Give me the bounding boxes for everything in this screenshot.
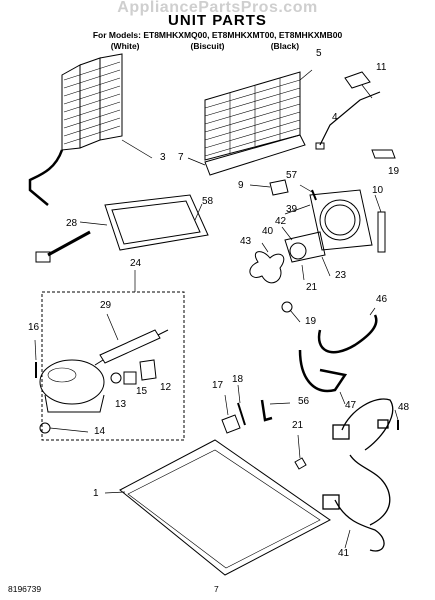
nut-23: [281, 301, 293, 313]
page-title: UNIT PARTS: [168, 12, 267, 29]
part-17: [221, 414, 241, 434]
page-number: 7: [214, 584, 219, 594]
callout-16: 16: [28, 322, 40, 333]
wiring-harness: [322, 398, 394, 552]
callout-1: 1: [93, 488, 99, 499]
connector-19: [371, 149, 396, 159]
callout-43: 43: [240, 236, 252, 247]
callout-13: 13: [115, 399, 127, 410]
color-biscuit: (Biscuit): [190, 41, 225, 51]
callout-19: 19: [388, 166, 400, 177]
callout-21: 21: [292, 420, 304, 431]
drain-pan: [104, 194, 209, 251]
callout-39: 39: [286, 204, 298, 215]
leader-lines: [34, 184, 399, 549]
callout-5: 5: [316, 48, 322, 59]
callout-46: 46: [376, 294, 388, 305]
callout-12: 12: [160, 382, 172, 393]
fan-motor: [284, 231, 326, 263]
power-cord: [35, 230, 91, 263]
harness-4: [319, 91, 381, 146]
tube-47: [298, 349, 348, 393]
callout-57: 57: [286, 170, 298, 181]
callout-20: 21: [306, 282, 318, 293]
callout-28: 24: [130, 258, 142, 269]
part-15: [123, 371, 137, 385]
bracket-11: [344, 71, 371, 89]
compressor-parts-box: [41, 291, 185, 441]
callout-15: 15: [136, 386, 148, 397]
fan-blade: [249, 251, 285, 284]
callout-29: 29: [100, 300, 112, 311]
relay-29: [94, 329, 169, 366]
condenser-coil: [28, 53, 153, 206]
part-13: [110, 372, 122, 384]
callout-14: 14: [94, 426, 106, 437]
nut-21: [294, 457, 307, 470]
document-number: 8196739: [8, 584, 42, 594]
grommet-14: [39, 422, 51, 434]
callout-40: 40: [262, 226, 274, 237]
screw-57: [311, 189, 317, 201]
callout-48: 56: [298, 396, 310, 407]
callout-42: 41: [338, 548, 350, 559]
color-white: (White): [110, 41, 140, 51]
callout-24: 23: [335, 270, 347, 281]
drain-trough: [204, 134, 306, 176]
tube-48: [260, 399, 273, 422]
callout-47: 47: [345, 400, 357, 411]
fan-shroud: [309, 189, 373, 251]
part-12: [139, 359, 157, 381]
callout-18: 18: [232, 374, 244, 385]
callout-10: 10: [372, 185, 384, 196]
pin-18: [237, 402, 246, 426]
callout-7: 7: [178, 152, 184, 163]
compressor: [39, 359, 105, 413]
callout-17: 17: [212, 380, 224, 391]
callout-58: 58: [202, 196, 214, 207]
callout-41: 42: [275, 216, 287, 227]
strip-10: [377, 211, 386, 253]
callout-23: 19: [305, 316, 317, 327]
color-legend: (White) (Biscuit) (Black): [0, 41, 435, 51]
base-plate: [119, 439, 331, 576]
callout-56: 48: [398, 402, 410, 413]
callout-30: 28: [66, 218, 78, 229]
callout-9: 9: [238, 180, 244, 191]
callout-3: 3: [160, 152, 166, 163]
color-black: (Black): [270, 41, 300, 51]
clip-9: [269, 179, 289, 196]
callout-11: 11: [376, 62, 387, 73]
callout-4: 4: [332, 112, 338, 123]
models-line: For Models: ET8MHKXMQ00, ET8MHKXMT00, ET…: [92, 30, 343, 40]
tube-46: [317, 314, 378, 354]
